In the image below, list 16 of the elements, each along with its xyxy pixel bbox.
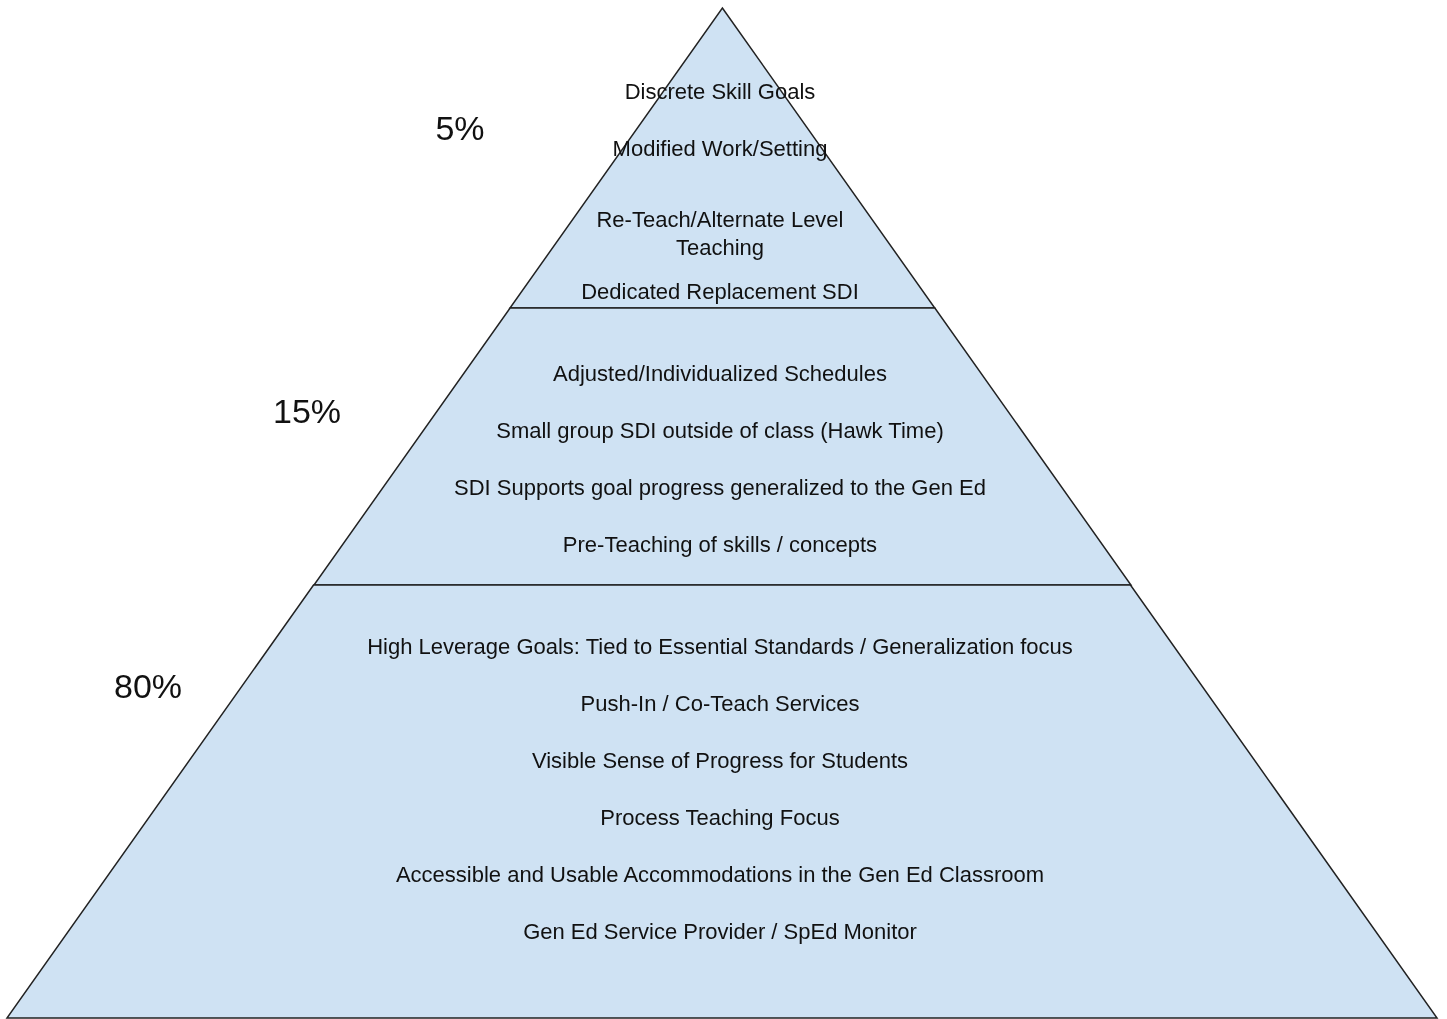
percentage-label: 80% [113,666,183,706]
tier-text: Push-In / Co-Teach Services [580,690,860,718]
tier-text: Process Teaching Focus [600,804,840,832]
tier-text: Small group SDI outside of class (Hawk Time) [496,417,944,445]
tier-text: SDI Supports goal progress generalized to the Gen Ed [454,474,986,502]
tier-text: Adjusted/Individualized Schedules [553,360,887,388]
tier-text: Accessible and Usable Accommodations in the Gen Ed Classroom [395,861,1045,889]
tier-text: Pre-Teaching of skills / concepts [562,531,878,559]
tier-text: Gen Ed Service Provider / SpEd Monitor [523,918,917,946]
tier-text: Dedicated Replacement SDI [581,278,859,306]
tier-text: Re-Teach/Alternate Level Teaching [595,206,845,262]
tier-text: Visible Sense of Progress for Students [531,747,909,775]
percentage-label: 5% [435,108,485,148]
tier-text: High Leverage Goals: Tied to Essential Standards / Generalization focus [367,633,1073,661]
percentage-label: 15% [272,391,342,431]
pyramid-tier [509,8,935,308]
